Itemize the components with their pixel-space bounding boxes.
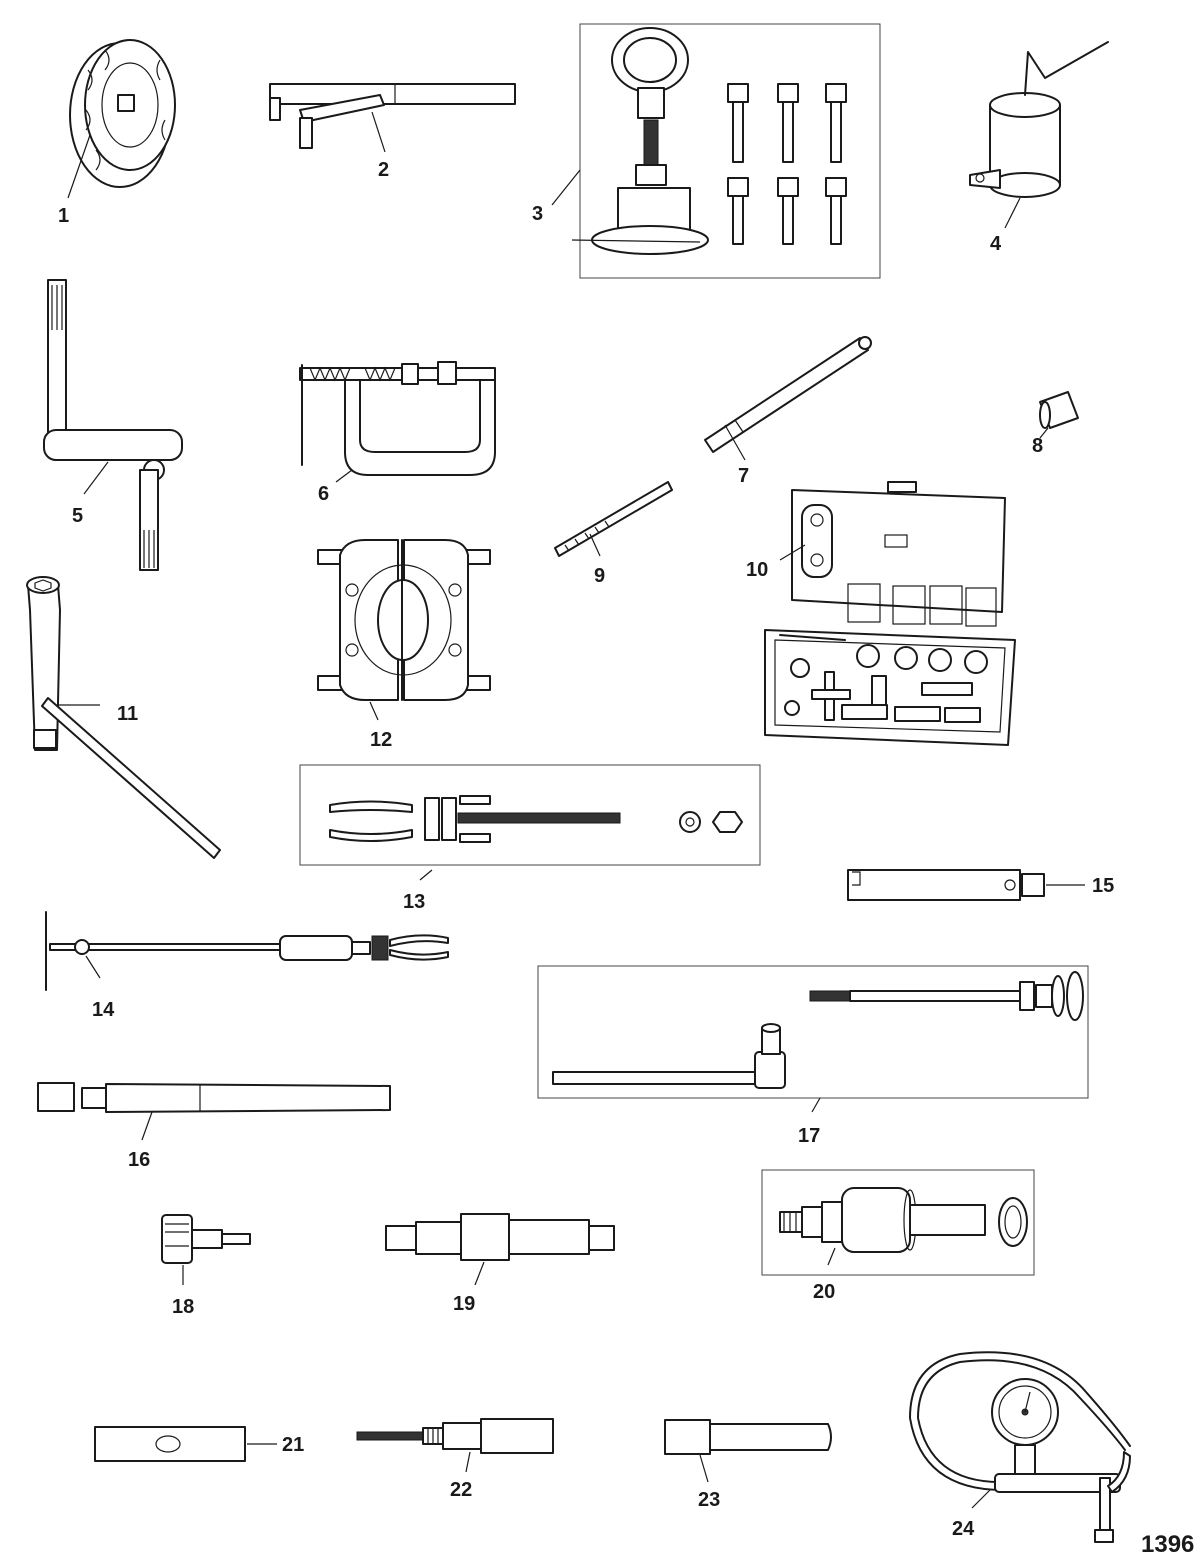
part-3-lifting-eye-kit: 3 [532, 23, 881, 279]
part-label-19: 19 [453, 1293, 475, 1315]
part-label-1: 1 [58, 205, 69, 227]
part-10-tool-case: 10 [746, 481, 1016, 746]
part-label-13: 13 [403, 891, 425, 913]
part-22-threaded-adaptor: 22 [356, 1418, 554, 1501]
part-4-ring-compressor: 4 [969, 41, 1109, 255]
part-label-9: 9 [594, 565, 605, 587]
part-15-tube-socket: 15 [847, 869, 1114, 901]
part-label-17: 17 [798, 1125, 820, 1147]
part-19-driver-shaft: 19 [385, 1213, 615, 1315]
part-21-plate: 21 [94, 1426, 304, 1462]
part-20-installer-kit: 20 [761, 1169, 1035, 1303]
part-16-driver-sleeve: 16 [37, 1082, 391, 1171]
part-label-16: 16 [128, 1149, 150, 1171]
part-label-6: 6 [318, 483, 329, 505]
part-7-driver-rod: 7 [704, 336, 872, 487]
part-12-bearing-separator: 12 [317, 539, 491, 751]
part-9-threaded-pin: 9 [554, 481, 673, 587]
part-2-holder-bar: 2 [269, 83, 516, 181]
part-17-puller-handle-kit: 17 [537, 965, 1089, 1147]
part-1-filter-wrench: 1 [58, 39, 176, 227]
part-14-slide-hammer: 14 [45, 911, 449, 1021]
part-label-2: 2 [378, 159, 389, 181]
page-number: 1396 [1141, 1531, 1194, 1558]
part-label-12: 12 [370, 729, 392, 751]
part-label-20: 20 [813, 1281, 835, 1303]
part-label-23: 23 [698, 1489, 720, 1511]
part-13-puller-jaws-kit: 13 [299, 764, 761, 913]
part-24-pressure-gauge: 24 [909, 1351, 1131, 1543]
part-label-10: 10 [746, 559, 768, 581]
part-8-sleeve: 8 [1032, 391, 1079, 457]
part-label-11: 11 [117, 703, 138, 725]
part-label-3: 3 [532, 203, 543, 225]
part-18-threaded-plug: 18 [161, 1214, 251, 1318]
part-label-4: 4 [990, 233, 1002, 255]
bolt-set [727, 83, 847, 245]
part-label-22: 22 [450, 1479, 472, 1501]
part-11-socket-wrench: 11 [26, 576, 221, 859]
part-label-18: 18 [172, 1296, 194, 1318]
part-label-21: 21 [282, 1434, 304, 1456]
part-label-7: 7 [738, 465, 749, 487]
part-label-5: 5 [72, 505, 83, 527]
part-23-hex-driver: 23 [664, 1419, 832, 1511]
part-label-14: 14 [92, 999, 115, 1021]
part-label-8: 8 [1032, 435, 1043, 457]
part-6-c-clamp: 6 [299, 361, 496, 505]
part-5-t-handle-spline: 5 [43, 279, 183, 571]
part-label-15: 15 [1092, 875, 1114, 897]
part-label-24: 24 [952, 1518, 975, 1540]
